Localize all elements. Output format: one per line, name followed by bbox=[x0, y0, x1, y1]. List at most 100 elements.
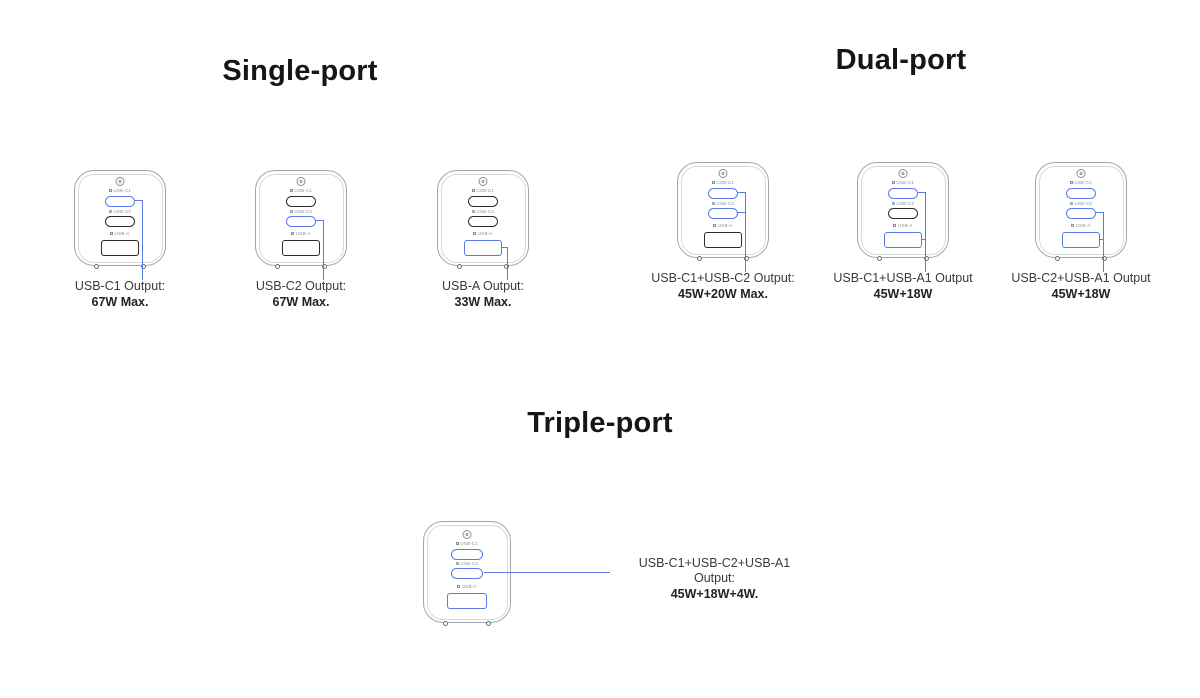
ac-pin bbox=[697, 256, 702, 261]
ac-pin bbox=[877, 256, 882, 261]
phone-icon bbox=[891, 202, 895, 205]
phone-icon bbox=[471, 210, 475, 213]
caption-line1: USB-C1+USB-A1 Output bbox=[833, 271, 973, 285]
port-label-usbc1: USB-C1 bbox=[438, 188, 528, 193]
port-label-usba: USB-A bbox=[438, 231, 528, 236]
usb-c2-port bbox=[468, 216, 498, 227]
charger-dual-c2-a1: USB-C1 USB-C2 USB-A bbox=[1035, 162, 1127, 261]
plug-icon bbox=[893, 224, 897, 227]
section-title-single: Single-port bbox=[222, 55, 378, 87]
laptop-icon bbox=[471, 189, 475, 192]
charger-caption: USB-A Output: 33W Max. bbox=[403, 279, 563, 310]
usb-c2-port bbox=[105, 216, 135, 227]
caption-line1: USB-A Output: bbox=[442, 279, 524, 293]
brand-logo-icon bbox=[898, 169, 908, 178]
caption-line2: 45W+20W Max. bbox=[678, 287, 768, 301]
brand-logo-icon bbox=[478, 177, 488, 186]
usb-c2-port bbox=[286, 216, 316, 227]
port-label-usba: USB-A bbox=[858, 223, 948, 228]
ac-pin bbox=[486, 621, 491, 626]
connector-line bbox=[316, 219, 324, 221]
laptop-icon bbox=[108, 189, 112, 192]
plug-icon bbox=[713, 224, 717, 227]
port-label-usbc2: USB-C2 bbox=[256, 209, 346, 214]
caption-line2: 67W Max. bbox=[91, 295, 149, 309]
port-label-usba: USB-A bbox=[1036, 223, 1126, 228]
charger-body: USB-C1 USB-C2 USB-A bbox=[74, 170, 166, 266]
charger-caption: USB-C1+USB-A1 Output 45W+18W bbox=[813, 271, 993, 302]
caption-line1: USB-C1+USB-C2 Output: bbox=[651, 271, 795, 285]
ac-pin bbox=[443, 621, 448, 626]
caption-line2: 45W+18W bbox=[873, 287, 933, 301]
phone-icon bbox=[108, 210, 112, 213]
usb-a-port bbox=[101, 240, 139, 256]
brand-logo-icon bbox=[1076, 169, 1086, 178]
charger-body: USB-C1 USB-C2 USB-A bbox=[437, 170, 529, 266]
caption-line1: USB-C2 Output: bbox=[255, 279, 347, 293]
charger-caption: USB-C1+USB-C2 Output: 45W+20W Max. bbox=[633, 271, 813, 302]
brand-logo-icon bbox=[115, 177, 125, 186]
port-label-usbc1: USB-C1 bbox=[678, 180, 768, 185]
usb-c1-port bbox=[105, 196, 135, 207]
port-label-usbc2: USB-C2 bbox=[678, 201, 768, 206]
plug-icon bbox=[291, 232, 295, 235]
brand-logo-icon bbox=[718, 169, 728, 178]
charger-single-c1: USB-C1 USB-C2 USB-A bbox=[74, 170, 166, 269]
caption-line2: 45W+18W bbox=[1051, 287, 1111, 301]
caption-line2: 33W Max. bbox=[454, 295, 512, 309]
usb-a-port bbox=[704, 232, 742, 248]
usb-a-port bbox=[447, 593, 487, 609]
port-label-usbc1: USB-C1 bbox=[1036, 180, 1126, 185]
usb-c1-port bbox=[1066, 188, 1096, 199]
port-label-usbc2: USB-C2 bbox=[1036, 201, 1126, 206]
laptop-icon bbox=[1069, 181, 1073, 184]
plug-icon bbox=[473, 232, 477, 235]
charger-caption: USB-C2+USB-A1 Output 45W+18W bbox=[991, 271, 1171, 302]
usb-c1-port bbox=[286, 196, 316, 207]
usb-c2-port bbox=[451, 568, 483, 579]
caption-line1: USB-C1 Output: bbox=[74, 279, 166, 293]
charger-caption: USB-C2 Output: 67W Max. bbox=[221, 279, 381, 310]
charger-single-a: USB-C1 USB-C2 USB-A bbox=[437, 170, 529, 269]
plug-icon bbox=[110, 232, 114, 235]
connector-line bbox=[506, 246, 508, 280]
charger-body: USB-C1 USB-C2 USB-A bbox=[255, 170, 347, 266]
usb-c1-port bbox=[451, 549, 483, 560]
port-label-usbc1: USB-C1 bbox=[256, 188, 346, 193]
port-label-usbc2: USB-C2 bbox=[75, 209, 165, 214]
phone-icon bbox=[455, 562, 459, 565]
laptop-icon bbox=[289, 189, 293, 192]
charger-single-c2: USB-C1 USB-C2 USB-A bbox=[255, 170, 347, 269]
connector-line bbox=[924, 191, 926, 272]
connector-line bbox=[322, 219, 324, 280]
brand-logo-icon bbox=[462, 530, 472, 539]
charger-body: USB-C1 USB-C2 USB-A bbox=[857, 162, 949, 258]
connector-line bbox=[1102, 211, 1104, 272]
charger-dual-c1-a1: USB-C1 USB-C2 USB-A bbox=[857, 162, 949, 261]
laptop-icon bbox=[455, 542, 459, 545]
connector-line bbox=[1100, 238, 1104, 240]
connector-line bbox=[738, 211, 746, 213]
connector-line bbox=[918, 191, 926, 193]
connector-line bbox=[1096, 211, 1104, 213]
usb-c2-port bbox=[708, 208, 738, 219]
usb-a-port bbox=[282, 240, 320, 256]
plug-icon bbox=[1071, 224, 1075, 227]
usb-c1-port bbox=[708, 188, 738, 199]
phone-icon bbox=[711, 202, 715, 205]
phone-icon bbox=[289, 210, 293, 213]
port-label-usbc2: USB-C2 bbox=[438, 209, 528, 214]
usb-c1-port bbox=[888, 188, 918, 199]
ac-pin bbox=[275, 264, 280, 269]
connector-line bbox=[922, 238, 926, 240]
ac-pin bbox=[94, 264, 99, 269]
connector-line bbox=[738, 191, 746, 193]
plug-icon bbox=[457, 585, 461, 588]
port-label-usbc1: USB-C1 bbox=[858, 180, 948, 185]
usb-a-port bbox=[464, 240, 502, 256]
connector-line bbox=[141, 199, 143, 280]
connector-line bbox=[484, 571, 610, 573]
laptop-icon bbox=[891, 181, 895, 184]
usb-a-port bbox=[1062, 232, 1100, 248]
connector-line bbox=[744, 191, 746, 272]
